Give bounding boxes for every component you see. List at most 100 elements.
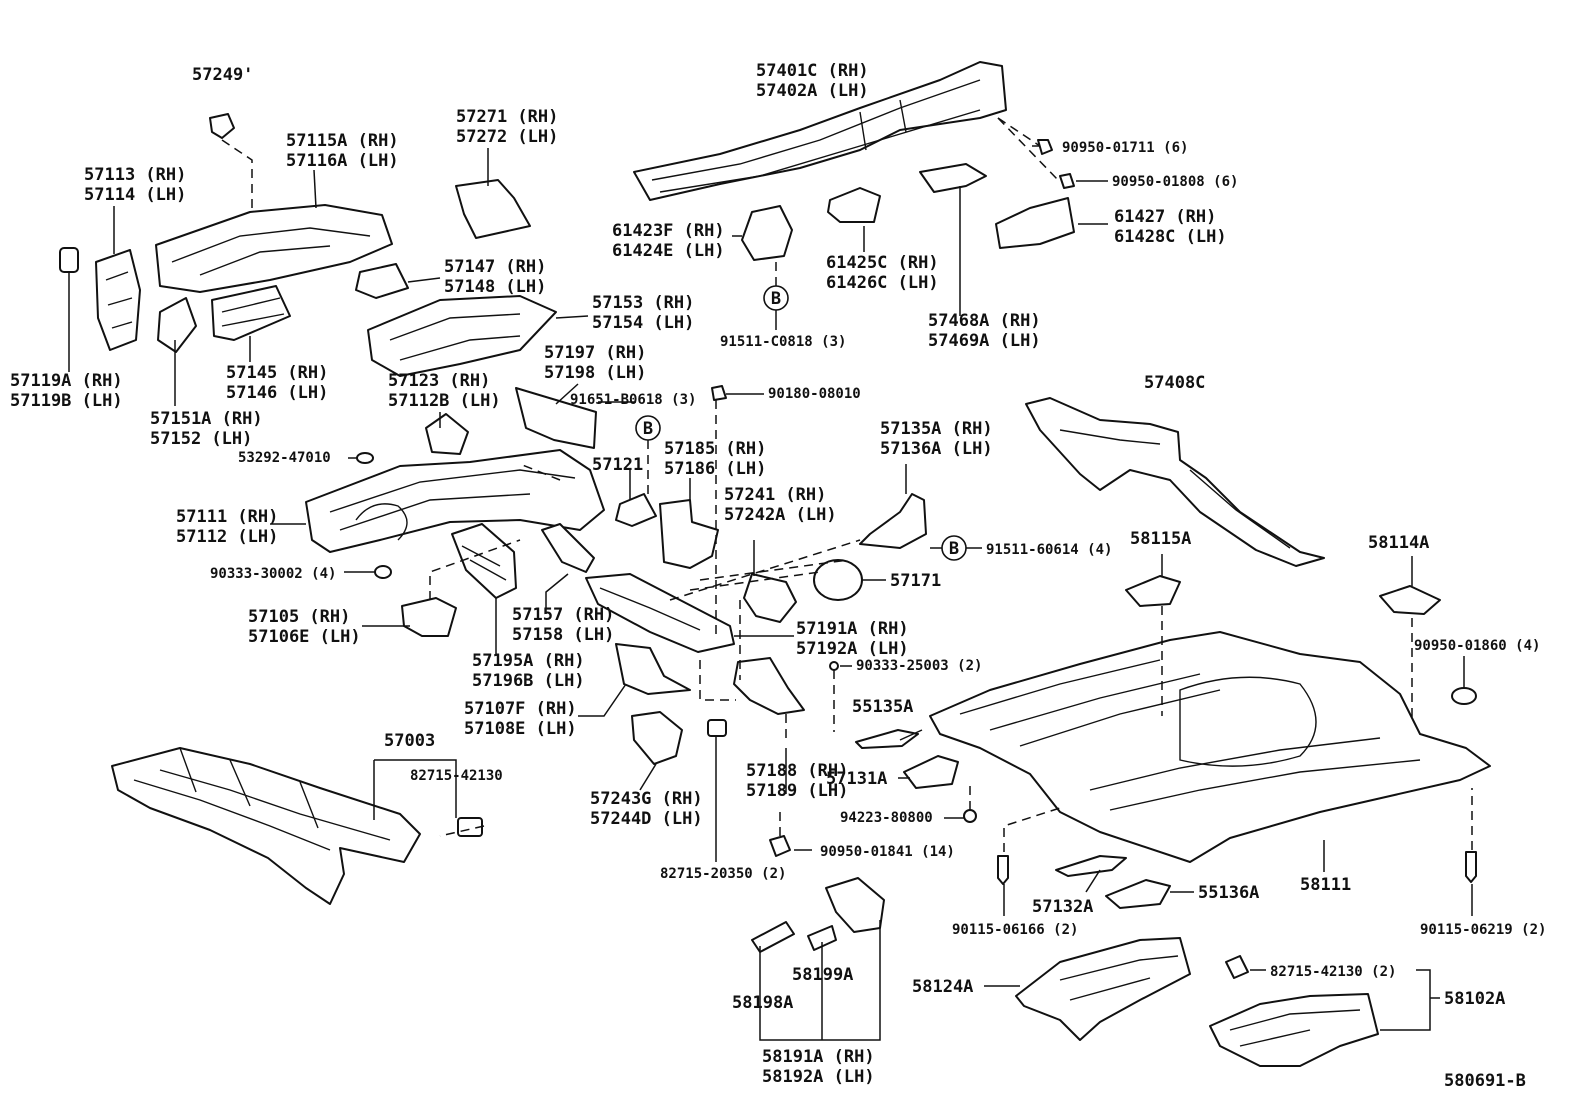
label-57112: 57112 (LH) — [176, 527, 278, 547]
part-57145 — [211, 285, 291, 341]
label-57154: 57154 (LH) — [592, 313, 694, 333]
label-57113: 57113 (RH) — [84, 165, 186, 185]
part-55135A — [855, 729, 919, 749]
part-82715-42130-2 — [1225, 955, 1249, 979]
label-57197: 57197 (RH) — [544, 343, 646, 363]
part-57105 — [401, 597, 457, 637]
label-57401C: 57401C (RH) — [756, 61, 869, 81]
leader-lines — [68, 117, 1473, 1041]
label-57106E: 57106E (LH) — [248, 627, 361, 647]
label-57468A: 57468A (RH) — [928, 311, 1041, 331]
part-58115A — [1125, 575, 1181, 607]
label-90115-06219: 90115-06219 (2) — [1420, 922, 1546, 938]
label-57147: 57147 (RH) — [444, 257, 546, 277]
part-58198A — [751, 921, 795, 953]
label-90333-25003: 90333-25003 (2) — [856, 658, 982, 674]
ref-mark-b-3: B — [949, 539, 959, 559]
part-57135A — [859, 493, 927, 549]
label-57111: 57111 (RH) — [176, 507, 278, 527]
part-58191A — [825, 877, 885, 933]
label-91511-60614: 91511-60614 (4) — [986, 542, 1112, 558]
part-57197 — [515, 387, 597, 449]
label-57157: 57157 (RH) — [512, 605, 614, 625]
label-57003: 57003 — [384, 731, 435, 751]
label-57242A: 57242A (LH) — [724, 505, 837, 525]
part-55136A — [1105, 879, 1171, 909]
label-57131A: 57131A — [826, 769, 887, 789]
label-55135A: 55135A — [852, 697, 913, 717]
label-57241: 57241 (RH) — [724, 485, 826, 505]
label-57136A: 57136A (LH) — [880, 439, 993, 459]
label-58102A: 58102A — [1444, 989, 1505, 1009]
label-58115A: 58115A — [1130, 529, 1191, 549]
label-57188: 57188 (RH) — [746, 761, 848, 781]
label-90180-08010: 90180-08010 — [768, 386, 861, 402]
part-labels: 57249' 57115A (RH) 57116A (LH) 57271 (RH… — [10, 61, 1546, 1091]
label-57195A: 57195A (RH) — [472, 651, 585, 671]
part-57121 — [615, 493, 657, 527]
part-90950-01711 — [1037, 139, 1053, 155]
part-90333-25003 — [829, 661, 839, 671]
label-61428C: 61428C (LH) — [1114, 227, 1227, 247]
part-82715-20350 — [707, 719, 727, 737]
label-90115-06166: 90115-06166 (2) — [952, 922, 1078, 938]
ref-mark-b-2: B — [643, 419, 653, 439]
part-90115-06166 — [997, 855, 1009, 885]
part-shapes — [59, 61, 1491, 1067]
label-57272: 57272 (LH) — [456, 127, 558, 147]
label-94223-80800: 94223-80800 — [840, 810, 933, 826]
part-90180-08010 — [711, 385, 727, 401]
part-58102A — [1209, 993, 1379, 1067]
part-57185 — [659, 499, 719, 569]
label-57119B: 57119B (LH) — [10, 391, 123, 411]
part-90950-01808 — [1059, 173, 1075, 189]
label-57198: 57198 (LH) — [544, 363, 646, 383]
part-57241 — [743, 573, 797, 623]
part-57107F — [615, 643, 691, 695]
part-57171 — [813, 559, 863, 601]
part-58111 — [929, 631, 1491, 863]
label-90950-01711: 90950-01711 (6) — [1062, 140, 1188, 156]
label-91511-c0818: 91511-C0818 (3) — [720, 334, 846, 350]
part-57271 — [455, 179, 531, 239]
part-90950-01860 — [1451, 687, 1477, 705]
part-90115-06219 — [1465, 851, 1477, 883]
part-94223-80800 — [963, 809, 977, 823]
label-57189: 57189 (LH) — [746, 781, 848, 801]
label-57146: 57146 (LH) — [226, 383, 328, 403]
part-57132A — [1055, 855, 1127, 877]
label-90950-01860: 90950-01860 (4) — [1414, 638, 1540, 654]
label-57114: 57114 (LH) — [84, 185, 186, 205]
part-57113 — [95, 249, 141, 351]
label-58111: 58111 — [1300, 875, 1351, 895]
ref-mark-b-1: B — [771, 289, 781, 309]
label-57171: 57171 — [890, 571, 941, 591]
label-57135A: 57135A (RH) — [880, 419, 993, 439]
label-61426C: 61426C (LH) — [826, 273, 939, 293]
part-57468A — [919, 163, 987, 193]
label-90950-01808: 90950-01808 (6) — [1112, 174, 1238, 190]
label-57191A: 57191A (RH) — [796, 619, 909, 639]
part-57408C — [1025, 397, 1325, 567]
part-57188 — [733, 657, 805, 715]
part-57151A — [157, 297, 197, 353]
label-55136A: 55136A — [1198, 883, 1259, 903]
part-58124A — [1015, 937, 1191, 1041]
label-57148: 57148 (LH) — [444, 277, 546, 297]
label-57271: 57271 (RH) — [456, 107, 558, 127]
part-57157 — [541, 523, 595, 573]
label-57153: 57153 (RH) — [592, 293, 694, 313]
label-57158: 57158 (LH) — [512, 625, 614, 645]
part-61427 — [995, 197, 1075, 249]
part-57243G — [631, 711, 683, 765]
label-57196B: 57196B (LH) — [472, 671, 585, 691]
part-57131A — [903, 755, 959, 789]
label-57192A: 57192A (LH) — [796, 639, 909, 659]
label-57244D: 57244D (LH) — [590, 809, 703, 829]
part-57249 — [209, 113, 235, 139]
label-90333-30002: 90333-30002 (4) — [210, 566, 336, 582]
part-57115A — [155, 204, 393, 293]
part-57003 — [111, 747, 421, 905]
part-90333-30002 — [374, 565, 392, 579]
